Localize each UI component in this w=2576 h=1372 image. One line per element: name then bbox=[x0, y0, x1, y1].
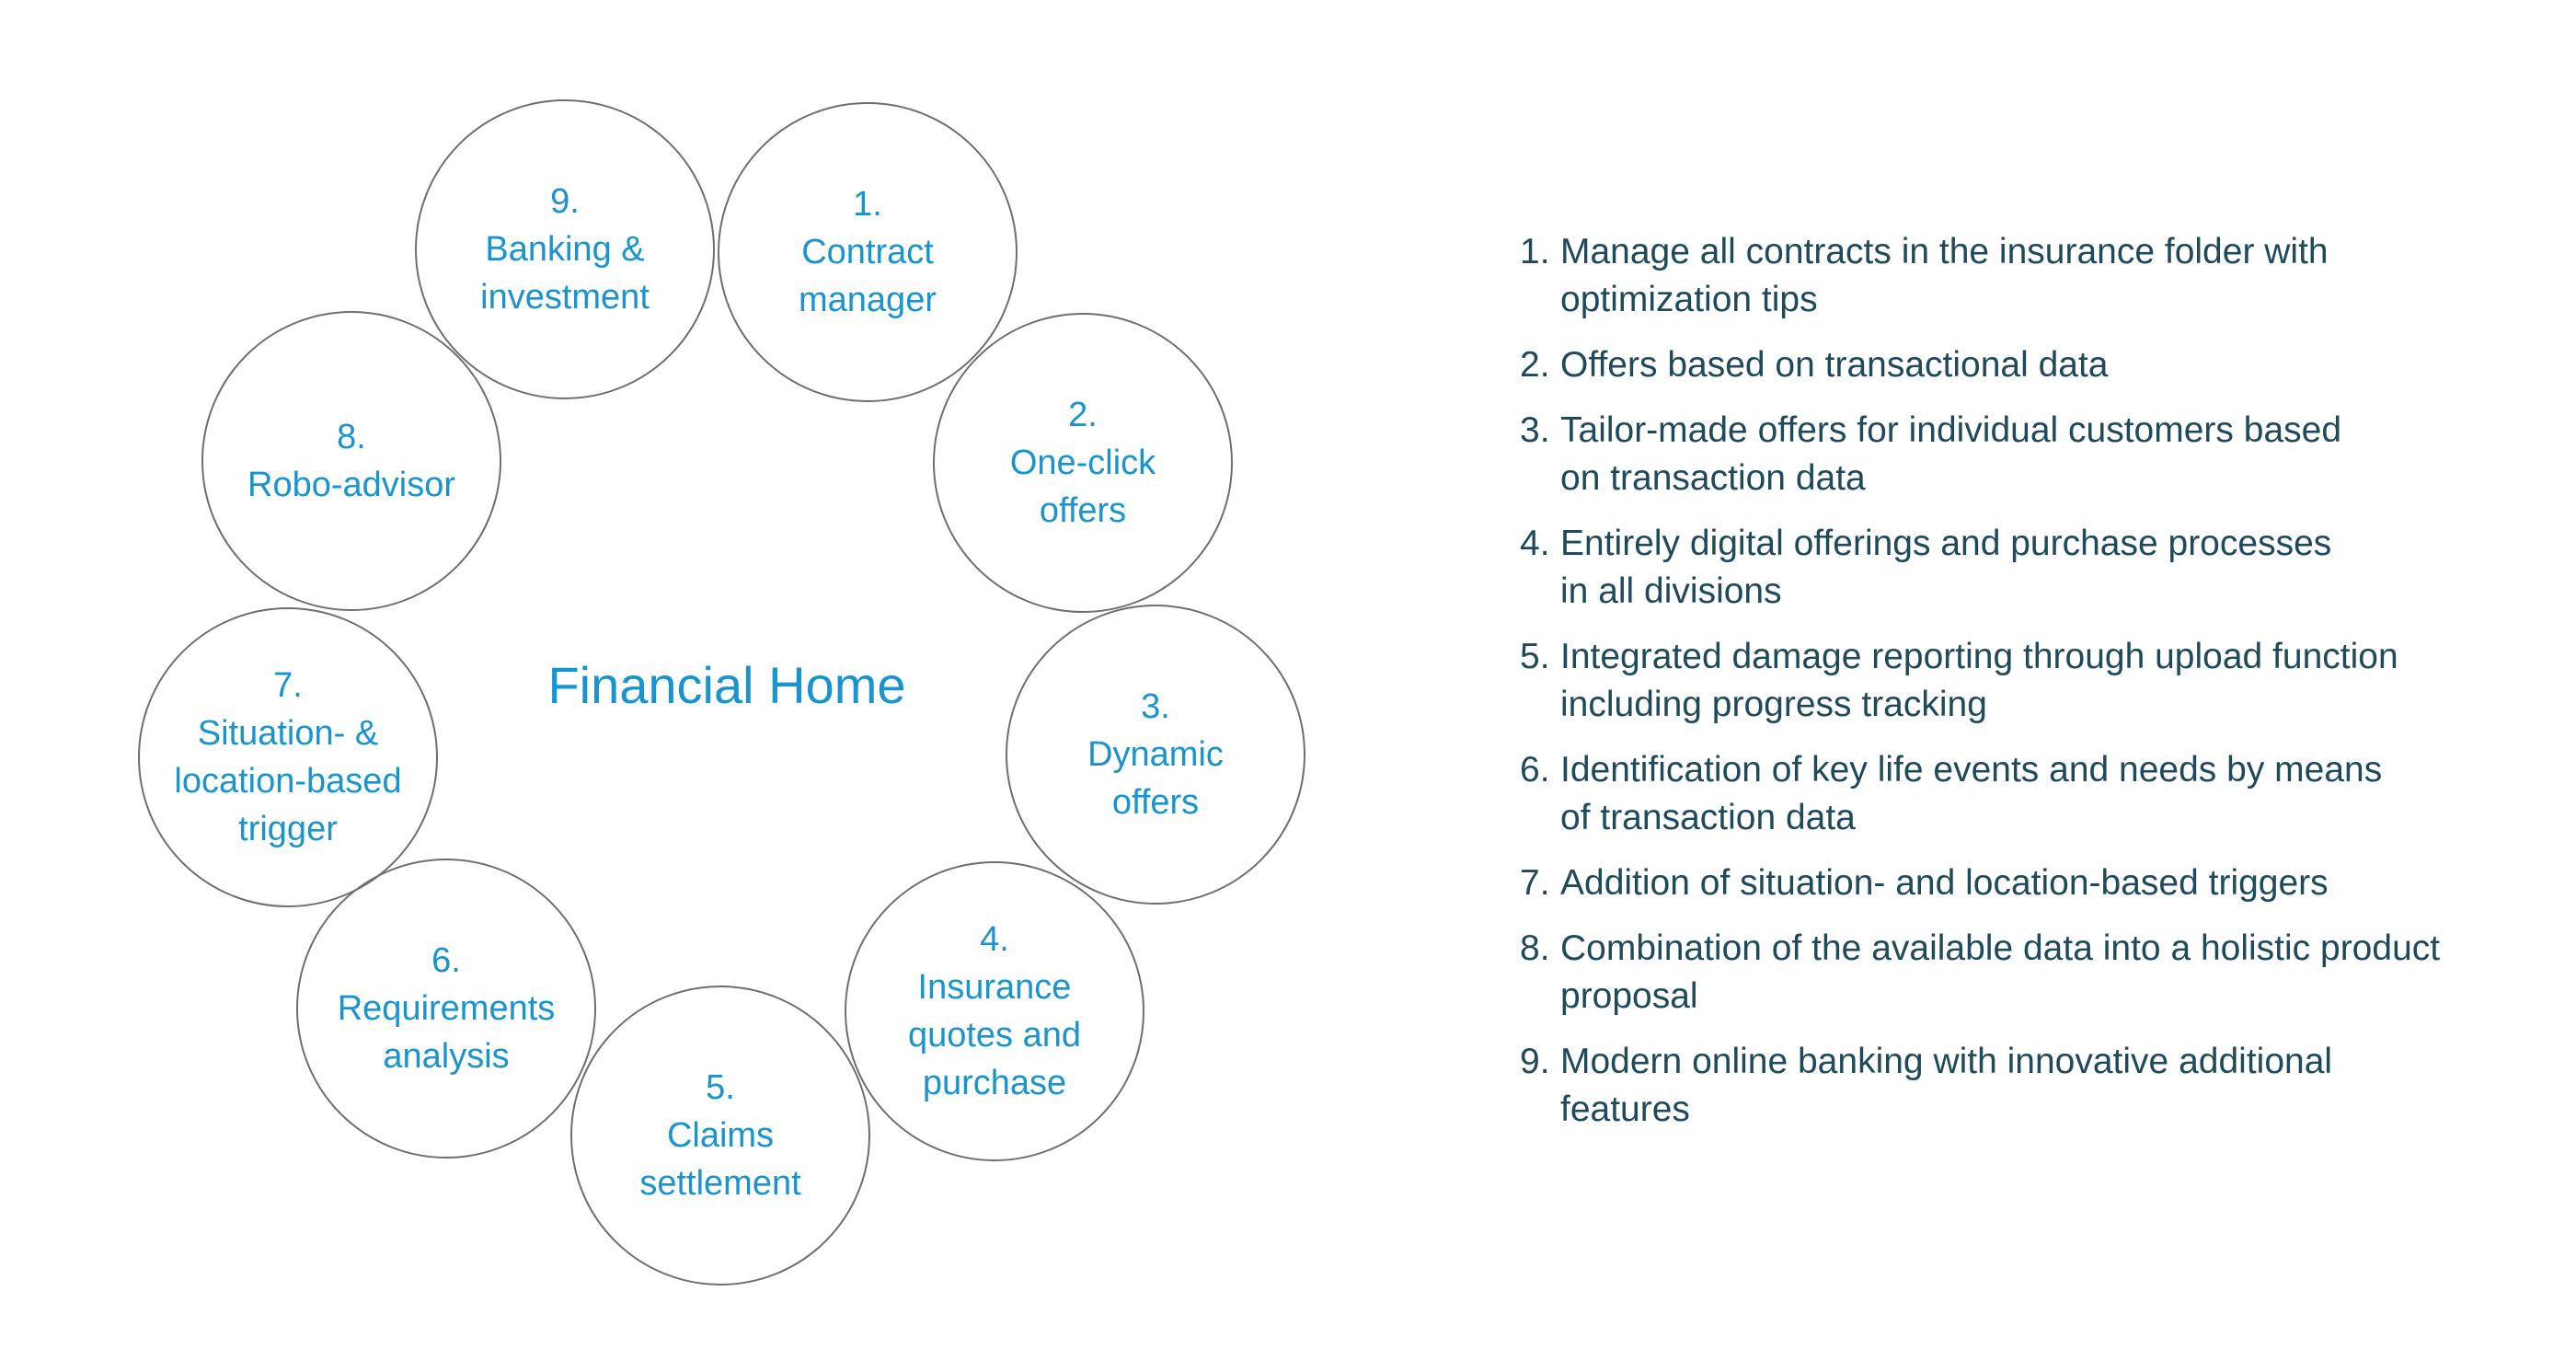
node-requirements-analysis: 6. Requirements analysis bbox=[296, 859, 596, 1159]
node-label-line: Situation- & bbox=[197, 714, 379, 753]
legend-item: 7. Addition of situation- and location-b… bbox=[1520, 859, 2532, 907]
node-label-line: Contract bbox=[801, 233, 934, 271]
node-label-line: offers bbox=[1039, 491, 1127, 530]
legend-text-line: proposal bbox=[1560, 976, 1698, 1016]
legend-number: 5. bbox=[1520, 637, 1550, 676]
legend-text-line: on transaction data bbox=[1560, 458, 1866, 498]
legend-item: 4. Entirely digital offerings and purcha… bbox=[1520, 520, 2532, 616]
legend-text-line: Addition of situation- and location-base… bbox=[1560, 863, 2329, 903]
legend-number: 6. bbox=[1520, 750, 1550, 790]
node-number: 5. bbox=[706, 1068, 735, 1107]
legend-number: 3. bbox=[1520, 410, 1550, 450]
node-contract-manager: 1. Contract manager bbox=[718, 102, 1018, 402]
node-label-line: Banking & bbox=[485, 230, 645, 269]
node-label-line: manager bbox=[799, 281, 937, 319]
node-number: 1. bbox=[853, 185, 882, 224]
legend-item: 5. Integrated damage reporting through u… bbox=[1520, 633, 2532, 729]
node-label-line: One-click bbox=[1009, 444, 1156, 482]
node-number: 6. bbox=[431, 941, 461, 980]
legend-list: 1. Manage all contracts in the insurance… bbox=[1520, 228, 2532, 1151]
node-label-line: quotes and bbox=[907, 1016, 1082, 1055]
legend-text-line: Combination of the available data into a… bbox=[1560, 928, 2441, 968]
legend-text-line: Tailor-made offers for individual custom… bbox=[1560, 410, 2342, 450]
legend-text-line: Integrated damage reporting through uplo… bbox=[1560, 637, 2398, 676]
legend-text-line: optimization tips bbox=[1560, 280, 1818, 319]
legend-text-line: including progress tracking bbox=[1560, 685, 1987, 724]
node-label-line: offers bbox=[1111, 783, 1200, 822]
node-number: 7. bbox=[273, 666, 303, 705]
node-label-line: Robo-advisor bbox=[247, 466, 455, 504]
legend-item: 1. Manage all contracts in the insurance… bbox=[1520, 228, 2532, 324]
node-banking-investment: 9. Banking & investment bbox=[415, 99, 715, 399]
node-insurance-quotes: 4. Insurance quotes and purchase bbox=[845, 861, 1144, 1161]
legend-item: 8. Combination of the available data int… bbox=[1520, 925, 2532, 1020]
center-title: Financial Home bbox=[547, 656, 906, 714]
node-number: 8. bbox=[337, 418, 366, 456]
legend-item: 9. Modern online banking with innovative… bbox=[1520, 1038, 2532, 1134]
legend-number: 2. bbox=[1520, 345, 1550, 385]
node-number: 2. bbox=[1068, 396, 1098, 434]
node-label-line: purchase bbox=[922, 1064, 1067, 1102]
legend-number: 9. bbox=[1520, 1042, 1550, 1081]
legend-text-line: Entirely digital offerings and purchase … bbox=[1560, 524, 2332, 563]
legend-number: 7. bbox=[1520, 863, 1550, 903]
legend-number: 1. bbox=[1520, 232, 1550, 271]
financial-home-diagram: Financial Home 1. Contract manager 2. On… bbox=[138, 99, 1305, 1286]
node-situation-location-trigger: 7. Situation- & location-based trigger bbox=[138, 607, 438, 907]
legend-item: 3. Tailor-made offers for individual cus… bbox=[1520, 407, 2532, 502]
node-label-line: location-based bbox=[174, 762, 402, 801]
legend-number: 4. bbox=[1520, 524, 1550, 563]
node-label-line: Insurance bbox=[917, 968, 1072, 1007]
node-label-line: trigger bbox=[238, 810, 338, 848]
node-claims-settlement: 5. Claims settlement bbox=[570, 986, 870, 1286]
node-label-line: Claims bbox=[666, 1116, 775, 1155]
legend-text-line: Manage all contracts in the insurance fo… bbox=[1560, 232, 2329, 271]
node-one-click-offers: 2. One-click offers bbox=[933, 313, 1233, 613]
node-number: 4. bbox=[980, 920, 1009, 959]
legend-text-line: Modern online banking with innovative ad… bbox=[1560, 1042, 2333, 1081]
legend-number: 8. bbox=[1520, 928, 1550, 968]
legend-text-line: in all divisions bbox=[1560, 571, 1782, 611]
legend-text-line: Identification of key life events and ne… bbox=[1560, 750, 2383, 790]
node-number: 3. bbox=[1141, 687, 1170, 726]
node-robo-advisor: 8. Robo-advisor bbox=[201, 311, 501, 611]
node-label-line: investment bbox=[480, 278, 650, 317]
node-label-line: Dynamic bbox=[1087, 735, 1224, 774]
legend-text-line: features bbox=[1560, 1090, 1690, 1129]
node-number: 9. bbox=[550, 182, 580, 221]
node-label-line: Requirements bbox=[337, 989, 556, 1028]
legend-item: 6. Identification of key life events and… bbox=[1520, 746, 2532, 842]
legend-item: 2. Offers based on transactional data bbox=[1520, 341, 2532, 389]
node-dynamic-offers: 3. Dynamic offers bbox=[1006, 605, 1305, 905]
node-label-line: analysis bbox=[383, 1037, 510, 1076]
legend-text-line: Offers based on transactional data bbox=[1560, 345, 2109, 385]
legend-text-line: of transaction data bbox=[1560, 798, 1856, 837]
node-label-line: settlement bbox=[639, 1164, 801, 1203]
